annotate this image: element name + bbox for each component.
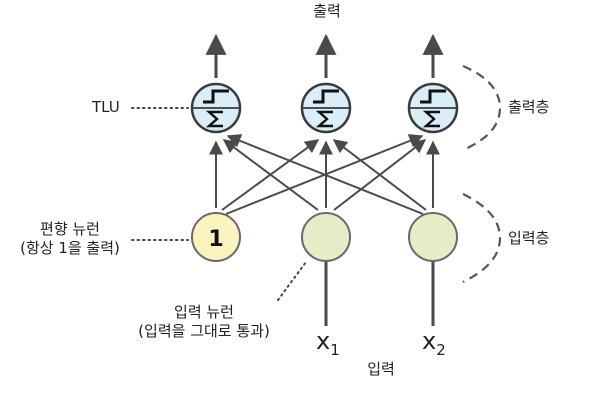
step-function-icon: [313, 89, 339, 104]
x1-subscript: 1: [330, 340, 340, 359]
input-neuron-leader: [277, 261, 307, 301]
tlu-neuron-1: [190, 82, 242, 134]
layer-brackets: [462, 64, 502, 283]
step-function-icon: [203, 89, 229, 104]
x2-subscript: 2: [436, 340, 446, 359]
x2-label: x2: [422, 326, 446, 360]
tlu-label: TLU: [92, 98, 120, 116]
x2-base: x: [422, 327, 437, 355]
step-function-icon: [420, 89, 446, 104]
input-neuron-label-line1: 입력 뉴런: [174, 303, 234, 321]
x1-base: x: [316, 327, 331, 355]
connections: [209, 134, 440, 215]
sigma-icon: [205, 110, 223, 128]
tlu-neuron-2: [300, 82, 352, 134]
input-neuron-2: [408, 212, 458, 262]
input-neuron-label-line2: (입력을 그대로 통과): [138, 321, 270, 340]
tlu-neuron-3: [407, 82, 459, 134]
conn-x2-tlu1: [226, 134, 424, 215]
bias-neuron-label: 편향 뉴런 (항상 1을 출력): [4, 220, 136, 258]
input-layer-label: 입력층: [508, 229, 550, 247]
conn-x1-tlu1: [222, 139, 319, 211]
input-layer-bracket: [462, 193, 502, 283]
bias-neuron-label-line1: 편향 뉴런: [40, 220, 100, 238]
tlu-neurons: [190, 82, 459, 134]
bias-value: 1: [208, 227, 223, 252]
leader-lines: [131, 107, 307, 301]
bias-neuron-label-line2: (항상 1을 출력): [20, 238, 120, 257]
input-bottom-label: 입력: [367, 360, 395, 378]
bias-neuron: [191, 212, 241, 262]
input-neuron-1: [301, 212, 351, 262]
output-top-label: 출력: [313, 2, 341, 20]
sigma-icon: [422, 110, 440, 128]
input-neuron-label: 입력 뉴런 (입력을 그대로 통과): [106, 303, 302, 341]
x1-label: x1: [316, 326, 340, 360]
output-layer-label: 출력층: [508, 98, 550, 116]
sigma-icon: [315, 110, 333, 128]
output-layer-bracket: [462, 64, 502, 152]
conn-x2-tlu2: [332, 139, 427, 211]
output-arrows: [205, 33, 444, 78]
